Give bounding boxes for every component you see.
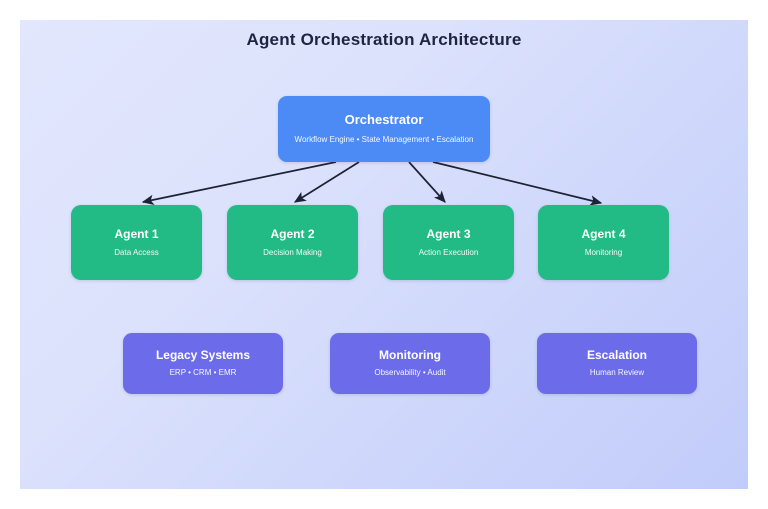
node-agent-4[interactable]: Agent 4 Monitoring [538,205,669,280]
node-agent-2-subtitle: Decision Making [263,247,322,257]
node-agent-3[interactable]: Agent 3 Action Execution [383,205,514,280]
node-monitoring[interactable]: Monitoring Observability • Audit [330,333,490,394]
node-orchestrator[interactable]: Orchestrator Workflow Engine • State Man… [278,96,490,162]
node-monitoring-title: Monitoring [379,348,441,362]
node-agent-3-subtitle: Action Execution [418,247,479,257]
node-agent-2[interactable]: Agent 2 Decision Making [227,205,358,280]
node-legacy-systems-title: Legacy Systems [155,348,251,362]
node-agent-1-subtitle: Data Access [114,247,159,257]
node-legacy-systems[interactable]: Legacy Systems ERP • CRM • EMR [123,333,283,394]
node-agent-1-title: Agent 1 [114,226,159,241]
node-orchestrator-title: Orchestrator [344,112,424,128]
node-escalation-subtitle: Human Review [589,368,645,378]
node-agent-4-title: Agent 4 [581,226,626,241]
node-agent-2-title: Agent 2 [270,226,315,241]
node-agent-1[interactable]: Agent 1 Data Access [71,205,202,280]
node-escalation[interactable]: Escalation Human Review [537,333,697,394]
node-agent-3-title: Agent 3 [426,226,471,241]
node-escalation-title: Escalation [586,348,648,362]
node-agent-4-subtitle: Monitoring [584,247,623,257]
page-title: Agent Orchestration Architecture [246,30,522,49]
node-orchestrator-subtitle: Workflow Engine • State Management • Esc… [294,134,474,144]
node-monitoring-subtitle: Observability • Audit [374,368,446,378]
node-legacy-systems-subtitle: ERP • CRM • EMR [169,368,237,378]
